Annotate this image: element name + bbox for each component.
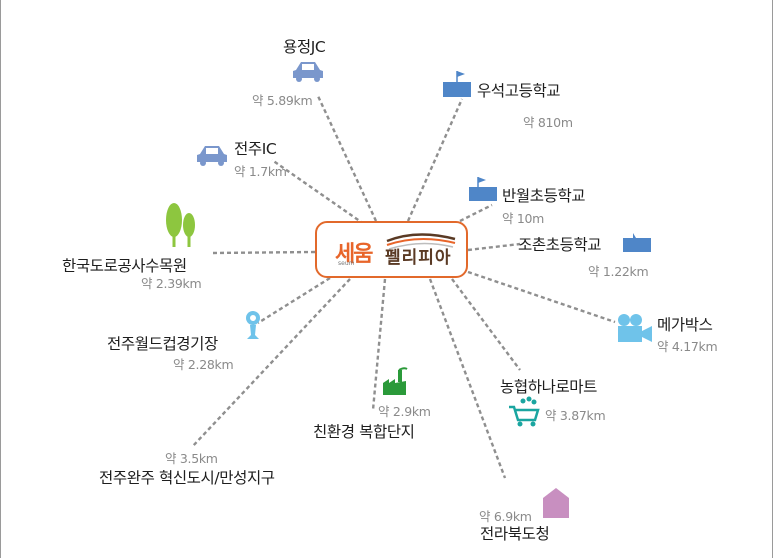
logo-swoosh [386, 233, 456, 250]
school-icon [469, 177, 497, 201]
tree-icon [166, 203, 195, 247]
jeonju-ic-distance: 약 1.7km [234, 164, 287, 179]
yongjeong-jc-name: 용정JC [283, 38, 326, 56]
shopping-cart-icon [509, 396, 540, 427]
frame-left-border [0, 0, 1, 558]
building-icon [543, 488, 569, 518]
innovation-city-name: 전주완주 혁신도시/만성지구 [99, 469, 275, 487]
movie-camera-icon [618, 314, 652, 342]
megabox-name: 메가박스 [657, 316, 713, 334]
car-icon [293, 62, 323, 82]
school-icon [623, 233, 651, 252]
line-megabox [467, 270, 616, 324]
innovation-city-distance: 약 3.5km [165, 451, 218, 466]
useok-high-distance: 약 810m [523, 115, 573, 130]
line-yongjeong-jc [316, 95, 378, 222]
world-cup-stadium-name: 전주월드컵경기장 [107, 335, 218, 353]
provincial-office-name: 전라북도청 [480, 525, 550, 543]
line-jochon-elementary [467, 242, 521, 252]
line-provincial-office [428, 278, 507, 479]
line-innovation-city [191, 278, 351, 448]
megabox-distance: 약 4.17km [657, 339, 718, 354]
seum-pelipia-logo: 세움 seum 펠리피아 [315, 221, 468, 278]
brand-small-text: seum [338, 260, 355, 267]
useok-high-name: 우석고등학교 [477, 82, 561, 100]
nonghyup-mart-name: 농협하나로마트 [500, 378, 598, 396]
factory-icon [383, 367, 408, 395]
brand-sub-text: 펠리피아 [385, 248, 452, 268]
expressway-arboretum-distance: 약 2.39km [141, 276, 202, 291]
school-icon [443, 71, 471, 97]
line-expressway-arboretum [211, 250, 316, 255]
yongjeong-jc-distance: 약 5.89km [252, 93, 313, 108]
jeonju-ic-name: 전주IC [234, 140, 277, 158]
eco-complex-distance: 약 2.9km [378, 404, 431, 419]
line-nonghyup-mart [451, 278, 521, 371]
line-banwol-elementary [459, 203, 493, 223]
line-world-cup-stadium [257, 276, 331, 325]
expressway-arboretum-name: 한국도로공사수목원 [62, 257, 187, 275]
line-jeonju-ic [271, 159, 365, 225]
banwol-elementary-distance: 약 10m [502, 211, 545, 226]
world-cup-stadium-distance: 약 2.28km [173, 357, 234, 372]
line-eco-complex [371, 278, 387, 411]
jochon-elementary-distance: 약 1.22km [588, 264, 649, 279]
nonghyup-mart-distance: 약 3.87km [545, 408, 606, 423]
jochon-elementary-name: 조촌초등학교 [518, 236, 602, 254]
banwol-elementary-name: 반월초등학교 [502, 187, 586, 205]
car-icon [197, 146, 227, 166]
eco-complex-name: 친환경 복합단지 [313, 423, 415, 441]
line-useok-high [406, 98, 464, 222]
soccer-trophy-icon [246, 311, 260, 339]
provincial-office-distance: 약 6.9km [479, 509, 532, 524]
brand-main-text: 세움 [335, 242, 374, 267]
